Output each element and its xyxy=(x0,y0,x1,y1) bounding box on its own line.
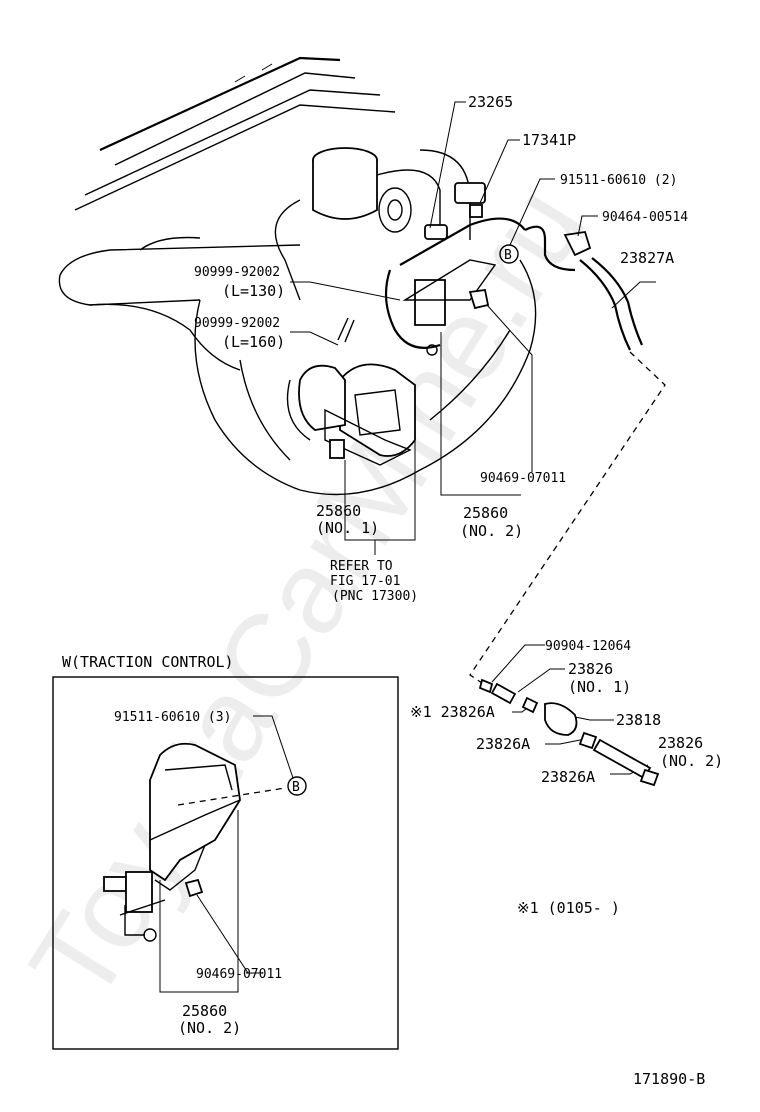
label-refer-line2: FIG 17-01 xyxy=(330,574,400,589)
label-l160: (L=160) xyxy=(222,333,285,351)
label-25860-no1: 25860 xyxy=(316,502,361,520)
label-23826a-star: ※1 23826A xyxy=(410,703,495,721)
inset-label-90469-07011: 90469-07011 xyxy=(196,967,282,982)
label-23818: 23818 xyxy=(616,711,661,729)
label-23827a: 23827A xyxy=(620,249,674,267)
label-25860-no1-sub: (NO. 1) xyxy=(316,519,379,537)
label-25860-no2-sub: (NO. 2) xyxy=(460,522,523,540)
label-90464-00514: 90464-00514 xyxy=(602,210,688,225)
label-90999-92002-a: 90999-92002 xyxy=(194,265,280,280)
inset-frame xyxy=(52,676,399,1050)
b-marker-main-label: B xyxy=(504,248,512,263)
inset-label-25860-sub: (NO. 2) xyxy=(178,1019,241,1037)
applicability-note: ※1 (0105- ) xyxy=(517,899,620,917)
label-25860-no2: 25860 xyxy=(463,504,508,522)
hose-assembly xyxy=(478,678,660,787)
label-23826-no2: 23826 xyxy=(658,734,703,752)
label-refer-line3: (PNC 17300) xyxy=(332,589,418,604)
inset-label-91511-60610-3: 91511-60610 (3) xyxy=(114,710,231,725)
label-l130: (L=130) xyxy=(222,282,285,300)
inset-label-25860: 25860 xyxy=(182,1002,227,1020)
label-23826a-2: 23826A xyxy=(476,735,530,753)
label-23826-no2-sub: (NO. 2) xyxy=(660,752,723,770)
label-91511-60610-2: 91511-60610 (2) xyxy=(560,173,677,188)
label-23826-sub: (NO. 1) xyxy=(568,678,631,696)
engine-illustration xyxy=(58,56,644,496)
label-90469-07011-main: 90469-07011 xyxy=(480,471,566,486)
label-23826: 23826 xyxy=(568,660,613,678)
watermark: ToyotaCarMine.ru xyxy=(5,164,610,1024)
label-23826a-3: 23826A xyxy=(541,768,595,786)
b-marker-inset xyxy=(287,776,307,796)
leader-lines xyxy=(290,101,666,775)
figure-id: 171890-B xyxy=(633,1070,705,1088)
label-refer-line1: REFER TO xyxy=(330,559,393,574)
label-90904-12064: 90904-12064 xyxy=(545,639,631,654)
b-marker-main xyxy=(499,244,519,264)
label-17341p: 17341P xyxy=(522,131,576,149)
label-90999-92002-b: 90999-92002 xyxy=(194,316,280,331)
b-marker-inset-label: B xyxy=(292,780,300,795)
traction-control-inset: W(TRACTION CONTROL) 91511-60610 (3) B 90… xyxy=(52,653,399,1050)
inset-title: W(TRACTION CONTROL) xyxy=(62,653,234,671)
label-23265: 23265 xyxy=(468,93,513,111)
